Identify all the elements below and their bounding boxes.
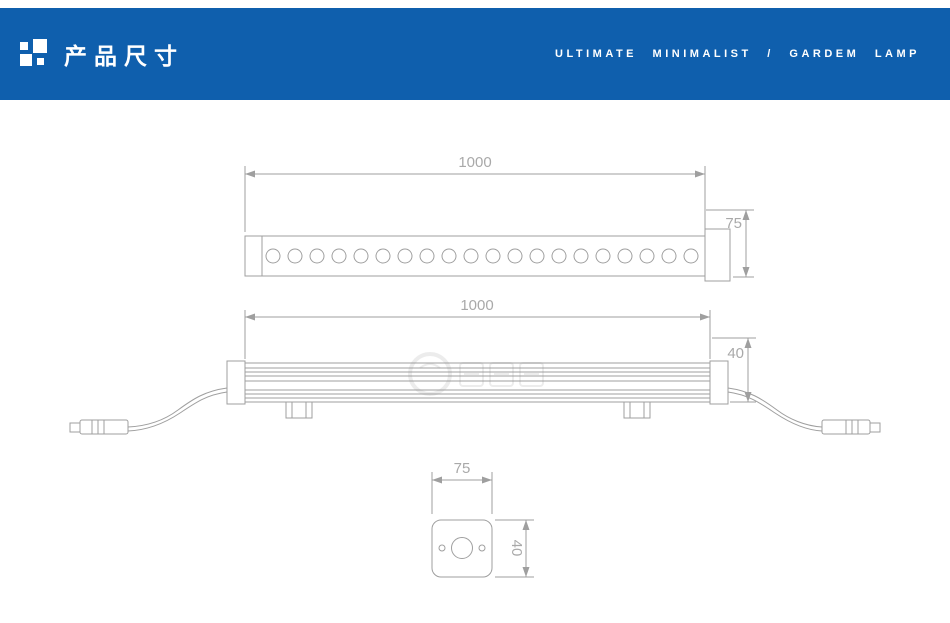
dim-label-front-length: 1000 xyxy=(460,297,493,314)
watermark xyxy=(408,352,544,396)
end-cap-body xyxy=(431,519,493,578)
top-view-drawing: 1000 75 xyxy=(244,154,754,282)
dim-label-front-height: 40 xyxy=(727,345,744,362)
led-circle xyxy=(661,248,677,264)
dim-label-top-length: 1000 xyxy=(458,154,491,171)
dim-front-length: 1000 xyxy=(244,297,711,359)
led-circle xyxy=(595,248,611,264)
led-circle xyxy=(617,248,633,264)
technical-drawing: 1000 75 1000 xyxy=(69,154,881,578)
cable-gland-hole xyxy=(451,537,473,559)
dim-end-height: 40 xyxy=(495,519,534,578)
led-circle xyxy=(397,248,413,264)
mount-bracket-right xyxy=(623,401,651,419)
dim-end-width: 75 xyxy=(431,460,493,514)
end-cap-left xyxy=(226,360,246,405)
page-title: 产品尺寸 xyxy=(64,43,184,69)
logo-square xyxy=(33,39,47,53)
logo-square xyxy=(20,42,28,50)
dim-label-end-width: 75 xyxy=(454,460,471,477)
led-circle xyxy=(639,248,655,264)
lamp-body-top xyxy=(244,235,706,277)
screw-hole-left xyxy=(438,544,446,552)
led-circle xyxy=(485,248,501,264)
led-circle xyxy=(573,248,589,264)
header: 产品尺寸 ULTIMATE MINIMALIST / GARDEM LAMP xyxy=(0,8,950,100)
right-cable xyxy=(727,387,823,432)
screw-hole-right xyxy=(478,544,486,552)
led-circle xyxy=(309,248,325,264)
dim-top-length: 1000 xyxy=(244,154,706,232)
led-circle xyxy=(419,248,435,264)
brand-logo-icon xyxy=(20,39,50,69)
left-connector xyxy=(69,419,129,435)
led-circle xyxy=(265,248,281,264)
dim-label-top-cap: 75 xyxy=(725,215,742,232)
led-circle xyxy=(507,248,523,264)
led-circle xyxy=(353,248,369,264)
front-view-drawing: 1000 40 xyxy=(69,297,881,435)
right-connector xyxy=(821,419,881,435)
led-circle xyxy=(375,248,391,264)
led-circle xyxy=(463,248,479,264)
dim-top-cap: 75 xyxy=(706,209,754,278)
logo-square xyxy=(20,54,32,66)
dim-label-end-height: 40 xyxy=(508,540,525,557)
led-circle xyxy=(441,248,457,264)
led-circle xyxy=(287,248,303,264)
lamp-body-front xyxy=(244,362,711,403)
led-circle xyxy=(331,248,347,264)
mount-bracket-left xyxy=(285,401,313,419)
lamp-end-block xyxy=(704,228,731,282)
logo-square xyxy=(37,58,44,65)
header-subtitle: ULTIMATE MINIMALIST / GARDEM LAMP xyxy=(555,48,920,60)
left-cable xyxy=(127,387,228,432)
led-circle xyxy=(529,248,545,264)
led-row xyxy=(265,248,699,264)
led-circle xyxy=(551,248,567,264)
led-circle xyxy=(683,248,699,264)
end-cap-right xyxy=(709,360,729,405)
dim-front-height: 40 xyxy=(712,337,756,403)
end-view-drawing: 75 40 xyxy=(431,460,534,578)
